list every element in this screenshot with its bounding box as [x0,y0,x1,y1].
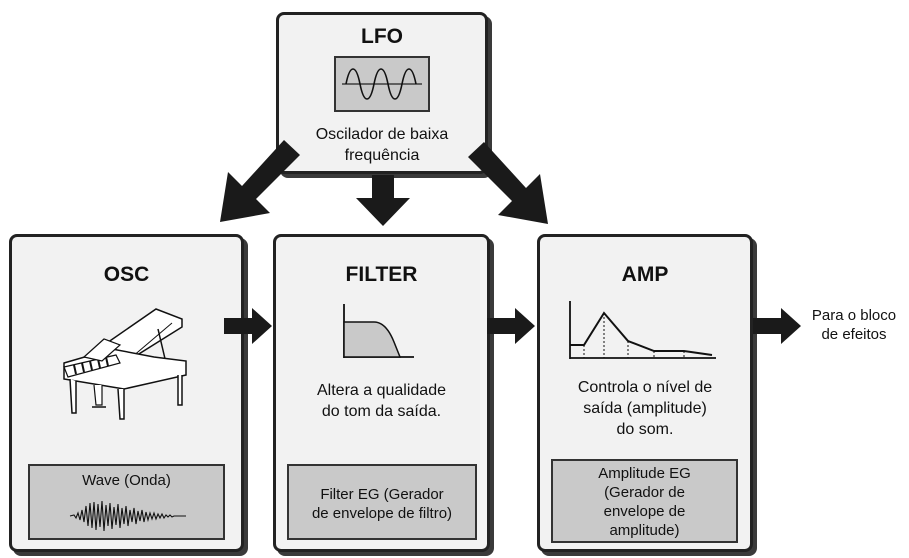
lowpass-filter-curve-icon [340,302,420,360]
filter-title: FILTER [345,263,418,286]
lfo-block: LFO Oscilador de baixa frequência [276,12,488,174]
osc-to-filter-arrow [224,308,272,344]
amp-block: AMP Controla o nível de saída (amplitude… [537,234,753,552]
amp-description-line3: do som. [616,421,674,438]
arrow-lfo-osc [220,140,300,222]
osc-wave-label: Wave (Onda) [82,472,171,489]
amp-eg-panel: Amplitude EG (Gerador de envelope de amp… [551,459,738,543]
osc-title: OSC [103,263,150,286]
filter-eg-panel: Filter EG (Gerador de envelope de filtro… [287,464,477,540]
amp-description-line1: Controla o nível de [577,379,713,396]
sine-wave-icon [334,56,430,112]
osc-block: OSC Wave (Onda) [9,234,244,552]
osc-wave-panel: Wave (Onda) [28,464,225,540]
amp-description-line2: saída (amplitude) [583,400,707,417]
output-line2: de efeitos [821,326,887,343]
grand-piano-icon [54,305,204,423]
amp-eg-line3: envelope de [603,503,686,520]
lfo-description-line1: Oscilador de baixa [315,126,449,143]
amp-eg-line4: amplitude) [609,522,680,539]
filter-description-line1: Altera a qualidade [317,382,446,399]
filter-eg-line2: de envelope de filtro) [311,505,453,522]
waveform-icon [68,498,188,534]
amp-to-effects-arrow [753,308,801,344]
lfo-title: LFO [361,25,403,48]
amp-eg-line1: Amplitude EG [598,465,691,482]
amplitude-envelope-icon [566,299,718,361]
filter-block: FILTER Altera a qualidade do tom da saíd… [273,234,490,552]
output-line1: Para o bloco [811,307,897,324]
filter-eg-line1: Filter EG (Gerador [320,486,444,503]
amp-eg-line2: (Gerador de [604,484,685,501]
output-label: Para o bloco de efeitos [801,306,907,344]
lfo-description-line2: frequência [344,147,420,164]
amp-title: AMP [621,263,669,286]
filter-to-amp-arrow [487,308,535,344]
filter-description-line2: do tom da saída. [321,403,442,420]
